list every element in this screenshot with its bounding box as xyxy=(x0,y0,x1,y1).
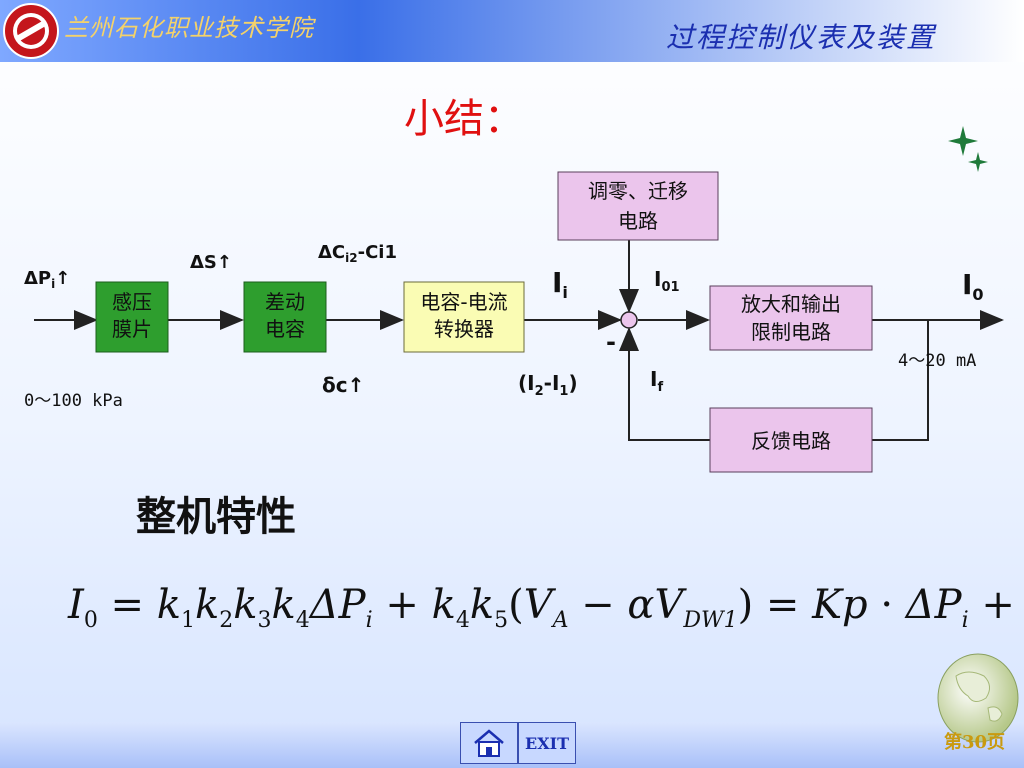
transfer-formula: I0 = k1k2k3k4ΔPi + k4k5(VA − αVDW1) = Kp… xyxy=(68,582,1024,633)
block-amplifier xyxy=(709,285,873,351)
block-converter xyxy=(403,281,525,353)
label-current-i01: I01 xyxy=(654,267,680,295)
home-icon xyxy=(474,729,504,757)
sparkle-stars-icon xyxy=(948,126,988,172)
block-sensor-line2: 膜片 xyxy=(112,317,152,341)
block-diffcap-line1: 差动 xyxy=(265,290,305,314)
label-delta-c: ΔCi2-Ci1 xyxy=(318,242,397,265)
label-range-out: 4～20 mA xyxy=(898,351,976,371)
block-diffcap xyxy=(243,281,327,353)
label-minus-sign: - xyxy=(606,328,616,356)
school-name: 兰州石化职业技术学院 xyxy=(64,14,314,42)
label-i2-minus-i1: (I2-I1) xyxy=(518,371,578,399)
block-amplifier-line1: 放大和输出 xyxy=(741,292,841,316)
block-sensor-line1: 感压 xyxy=(112,290,152,314)
home-button[interactable] xyxy=(460,722,518,764)
block-amplifier-line2: 限制电路 xyxy=(751,320,831,344)
page-number: 第30页 xyxy=(944,732,1006,753)
label-current-if: If xyxy=(650,367,663,395)
section-title: 小结： xyxy=(404,96,524,142)
course-title: 过程控制仪表及装置 xyxy=(665,21,936,54)
label-delta-c-small: δc↑ xyxy=(322,373,364,397)
block-feedback xyxy=(709,407,873,473)
block-converter-line2: 转换器 xyxy=(434,317,494,341)
wire-feedback-return xyxy=(619,327,710,441)
block-feedback-label: 反馈电路 xyxy=(751,429,831,453)
block-diagram: 感压 膜片 差动 电容 电容-电流 转换器 调零、迁移 电路 放大和输出 限制电… xyxy=(24,171,1004,473)
label-delta-s: ΔS↑ xyxy=(190,252,232,273)
school-logo-icon xyxy=(3,3,59,59)
wire-feedback-tap xyxy=(872,320,929,441)
summing-junction xyxy=(620,311,638,329)
header-bar: 兰州石化职业技术学院 过程控制仪表及装置 xyxy=(0,0,1024,62)
globe-icon xyxy=(937,653,1019,743)
block-zero-shift xyxy=(557,171,719,241)
label-range-in: 0～100 kPa xyxy=(24,391,123,411)
block-converter-line1: 电容-电流 xyxy=(420,290,507,314)
label-delta-p: ΔPi↑ xyxy=(24,268,70,291)
block-zero-shift-line2: 电路 xyxy=(618,209,658,233)
whole-machine-title: 整机特性 xyxy=(136,494,296,540)
label-current-i0: I0 xyxy=(962,268,984,304)
exit-button[interactable]: EXIT xyxy=(518,722,576,764)
block-zero-shift-line1: 调零、迁移 xyxy=(588,179,688,203)
label-current-ii: Ii xyxy=(552,266,568,302)
block-diffcap-line2: 电容 xyxy=(265,317,305,341)
block-sensor xyxy=(95,281,169,353)
